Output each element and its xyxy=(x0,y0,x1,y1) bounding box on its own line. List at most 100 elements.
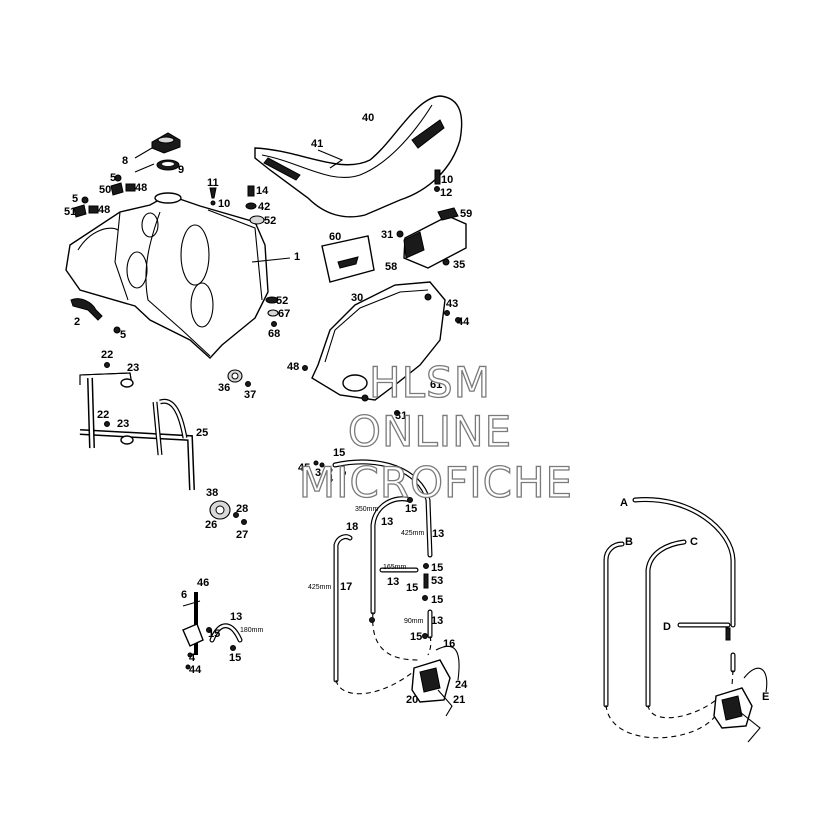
side-cover xyxy=(302,281,461,416)
callout-52: 52 xyxy=(264,215,276,227)
callout-5: 5 xyxy=(110,172,116,184)
callout-50: 50 xyxy=(99,184,111,196)
callout-23: 23 xyxy=(117,418,129,430)
callout-15: 15 xyxy=(410,631,422,643)
callout-5: 5 xyxy=(120,329,126,341)
watermark-line-3: MICROFICHE xyxy=(299,458,573,507)
tank-hardware-left xyxy=(70,174,136,334)
callout-25: 25 xyxy=(196,427,208,439)
callout-27: 27 xyxy=(236,529,248,541)
callout-60: 60 xyxy=(329,231,341,243)
callout-22: 22 xyxy=(101,349,113,361)
callout-38: 38 xyxy=(206,487,218,499)
callout-43: 43 xyxy=(446,298,458,310)
callout-30: 30 xyxy=(351,292,363,304)
callout-15: 15 xyxy=(208,628,220,640)
callout-3: 3 xyxy=(315,467,321,479)
callout-15: 15 xyxy=(431,562,443,574)
callout-58: 58 xyxy=(385,261,397,273)
measurement-90mm: 90mm xyxy=(404,618,424,625)
callout-9: 9 xyxy=(178,164,184,176)
seat-bolts xyxy=(434,169,441,192)
measurement-165mm: 165mm xyxy=(383,564,407,571)
callout-13: 13 xyxy=(387,576,399,588)
callout-40: 40 xyxy=(362,112,374,124)
callout-4: 4 xyxy=(327,473,334,485)
callout-46: 46 xyxy=(197,577,209,589)
fuel-cap xyxy=(134,132,181,173)
callout-52: 52 xyxy=(276,295,288,307)
callout-15: 15 xyxy=(431,594,443,606)
measurement-350mm: 350mm xyxy=(355,506,379,513)
callout-10: 10 xyxy=(218,198,230,210)
callout-67: 67 xyxy=(278,308,290,320)
callout-21: 21 xyxy=(453,694,465,706)
callout-15: 15 xyxy=(406,582,418,594)
callout-28: 28 xyxy=(236,503,248,515)
callout-13: 13 xyxy=(431,615,443,627)
callout-31: 31 xyxy=(381,229,393,241)
callout-16: 16 xyxy=(443,638,455,650)
callout-45: 45 xyxy=(298,462,310,474)
callout-E: E xyxy=(762,691,769,703)
callout-48: 48 xyxy=(135,182,147,194)
callout-1: 1 xyxy=(294,251,300,263)
callout-35: 35 xyxy=(453,259,465,271)
callout-13: 13 xyxy=(432,528,444,540)
callout-4: 4 xyxy=(189,652,196,664)
fuel-lines-center xyxy=(313,459,460,717)
fuel-tap-fitting xyxy=(182,592,243,670)
callout-59: 59 xyxy=(460,208,472,220)
callout-C: C xyxy=(690,536,698,548)
measurement-labels: 350mm 425mm 425mm 165mm 90mm 180mm xyxy=(240,506,425,634)
callout-53: 53 xyxy=(431,575,443,587)
callout-D: D xyxy=(663,621,671,633)
callout-12: 12 xyxy=(440,187,452,199)
callout-42: 42 xyxy=(258,201,270,213)
watermark-line-2: ONLINE xyxy=(348,407,512,456)
callout-5: 5 xyxy=(72,193,78,205)
watermark-line-1: HLSM xyxy=(369,358,491,407)
callout-15: 15 xyxy=(333,447,345,459)
callout-15: 15 xyxy=(229,652,241,664)
callout-14: 14 xyxy=(256,185,269,197)
callout-41: 41 xyxy=(311,138,323,150)
tank-hardware-right xyxy=(209,185,279,327)
callout-26: 26 xyxy=(205,519,217,531)
callout-18: 18 xyxy=(346,521,358,533)
callout-13: 13 xyxy=(230,611,242,623)
callout-37: 37 xyxy=(244,389,256,401)
callout-B: B xyxy=(625,536,633,548)
fuel-tank xyxy=(65,192,291,359)
callout-24: 24 xyxy=(455,679,468,691)
callout-68: 68 xyxy=(268,328,280,340)
callout-36: 36 xyxy=(218,382,230,394)
callout-20: 20 xyxy=(406,694,418,706)
callout-labels: 8 9 5 50 48 5 51 48 11 10 14 42 52 1 52 … xyxy=(64,112,769,706)
callout-17: 17 xyxy=(340,581,352,593)
callout-11: 11 xyxy=(207,177,219,189)
measurement-180mm: 180mm xyxy=(240,627,264,634)
fuel-lines-right xyxy=(603,497,768,743)
callout-31: 31 xyxy=(395,410,407,422)
callout-44: 44 xyxy=(457,316,470,328)
seat xyxy=(254,95,463,218)
watermark: HLSM ONLINE MICROFICHE xyxy=(298,357,573,507)
callout-8: 8 xyxy=(122,155,128,167)
callout-22: 22 xyxy=(97,409,109,421)
callout-23: 23 xyxy=(127,362,139,374)
callout-6: 6 xyxy=(181,589,187,601)
callout-15: 15 xyxy=(405,503,417,515)
callout-A: A xyxy=(620,497,628,509)
callout-2: 2 xyxy=(74,316,80,328)
callout-51: 51 xyxy=(64,206,76,218)
callout-44: 44 xyxy=(189,664,202,676)
callout-61: 61 xyxy=(430,379,442,391)
side-emblem xyxy=(321,235,375,283)
callout-48: 48 xyxy=(287,361,299,373)
callout-48: 48 xyxy=(98,204,110,216)
callout-10: 10 xyxy=(441,174,453,186)
callout-13: 13 xyxy=(381,516,393,528)
